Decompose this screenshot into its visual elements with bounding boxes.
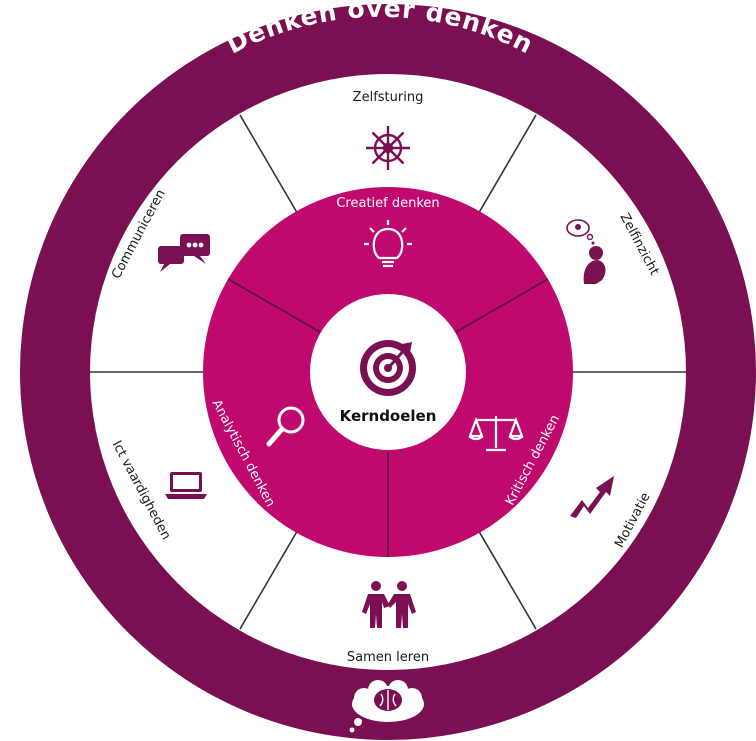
brain-bubble-icon (349, 680, 424, 733)
two-people-icon (362, 581, 416, 628)
chat-bubbles-icon (158, 234, 210, 272)
lightbulb-icon (364, 220, 412, 268)
inner-label-creatief: Creatief denken (336, 196, 439, 211)
laptop-icon (165, 472, 207, 499)
rising-arrow-icon (570, 476, 614, 518)
scales-icon (468, 416, 524, 452)
center-label: Kerndoelen (340, 407, 437, 425)
magnifier-icon (266, 406, 305, 447)
thinking-person-icon (566, 219, 606, 284)
ships-wheel-icon (366, 126, 410, 170)
outer-label-samen-leren: Samen leren (347, 650, 429, 665)
target-icon (360, 340, 416, 396)
outer-label-zelfsturing: Zelfsturing (353, 90, 424, 105)
inner-dividers (227, 278, 549, 557)
